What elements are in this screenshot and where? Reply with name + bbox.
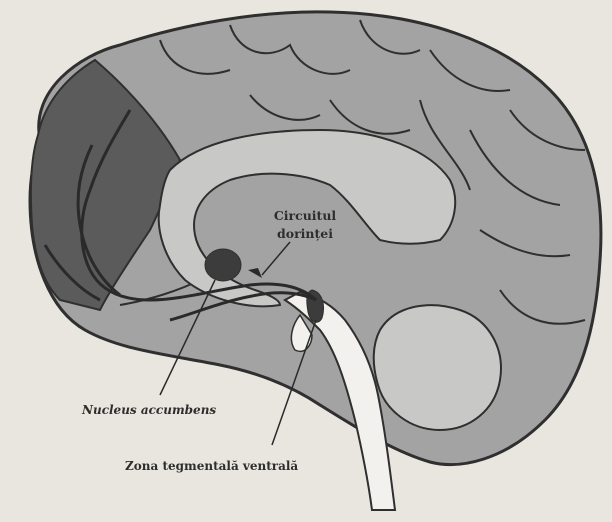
label-nucleus-accumbens: Nucleus accumbens: [81, 403, 216, 417]
label-circuit-line2: dorinței: [277, 226, 333, 241]
label-circuit-line1: Circuitul: [274, 208, 337, 223]
cerebellum: [374, 305, 501, 430]
nucleus-accumbens: [205, 249, 241, 281]
label-vta: Zona tegmentală ventrală: [125, 459, 298, 473]
